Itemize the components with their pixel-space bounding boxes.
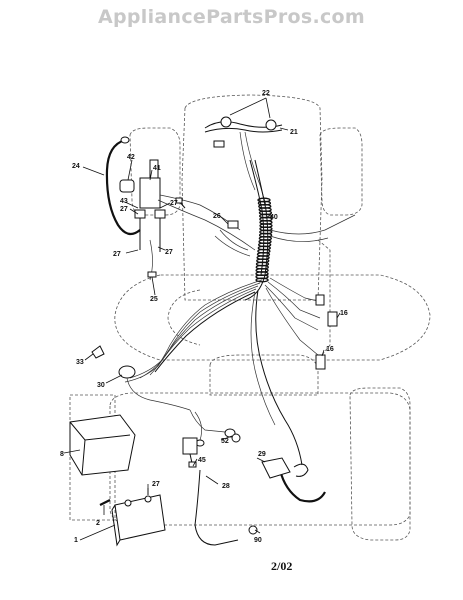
callout-40: 40 [270,214,278,221]
callout-27-d: 27 [165,249,173,256]
callout-25: 25 [150,296,158,303]
hood-outline [181,94,323,301]
callout-27-c: 27 [113,251,121,258]
spiral-coil [255,277,269,283]
left-side-parts [91,345,191,411]
callout-22: 22 [262,90,270,97]
callout-27-a: 27 [120,206,128,213]
callout-16-a: 16 [340,310,348,317]
callout-8: 8 [60,451,64,458]
callout-33: 33 [76,359,84,366]
callout-52: 52 [221,438,229,445]
battery-cable-2 [99,499,111,506]
headlight-harness [204,116,283,206]
part-52 [231,433,241,443]
front-wheel-right [319,127,363,216]
lower-harness-parts [182,409,326,546]
connector-26 [227,220,239,229]
part-90 [248,525,258,535]
hour-meter-45 [182,437,198,455]
switch-bracket [139,177,161,209]
battery-assembly [99,488,166,547]
deck-inner [167,289,201,346]
spiral-wrap [255,197,273,283]
callout-labels: 22 21 24 42 41 43 27 27 27 27 26 40 25 1… [60,90,348,544]
headlight-connector [213,140,225,148]
seat-outline [209,354,319,396]
ground-cable-24 [105,138,141,236]
callout-21: 21 [290,129,298,136]
cable-28 [194,469,239,546]
date-code: 2/02 [271,559,292,573]
callout-41: 41 [153,165,161,172]
main-harness-loom [124,159,356,466]
battery-tray [69,414,136,476]
callout-29: 29 [258,451,266,458]
callout-16-b: 16 [326,346,334,353]
ignition-switch [119,179,135,193]
safety-switches [315,294,338,370]
battery [114,494,166,541]
callout-27-e: 27 [152,481,160,488]
callout-30: 30 [97,382,105,389]
rear-wheel-left [69,394,116,521]
callout-28: 28 [222,483,230,490]
connector-30 [118,365,136,379]
callout-24: 24 [72,163,80,170]
ignition-assembly [105,136,256,281]
callout-1: 1 [74,537,78,544]
callout-90: 90 [254,537,262,544]
callout-26: 26 [213,213,221,220]
rear-wheel-right [349,387,411,541]
deck-outline [114,274,431,361]
side-panel [317,239,331,361]
headlight-bulb-left [220,116,232,128]
callout-42: 42 [127,154,135,161]
headlight-bulb-right [265,119,277,131]
callout-27-b: 27 [170,200,178,207]
switch-16-lower [315,354,326,370]
watermark: AppliancePartsPros.com [97,6,365,28]
switch-16-upper [327,311,338,327]
callout-2: 2 [96,520,100,527]
leader-lines [63,97,341,541]
callout-45: 45 [198,457,206,464]
connector-25 [147,271,157,278]
clip-33 [91,345,105,359]
callout-43: 43 [120,198,128,205]
switch-29 [261,457,291,479]
